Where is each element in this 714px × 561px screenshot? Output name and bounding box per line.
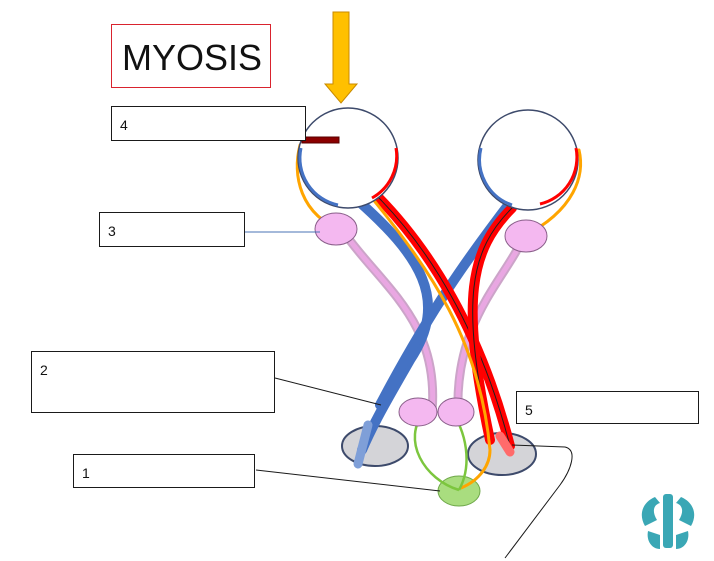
parasympathetic-fibers bbox=[338, 226, 529, 417]
label-3: 3 bbox=[108, 223, 116, 239]
label-1: 1 bbox=[82, 465, 90, 481]
down-arrow-icon bbox=[323, 11, 359, 104]
title-box: MYOSIS bbox=[111, 24, 271, 88]
right-eye bbox=[477, 109, 579, 211]
spine-logo-icon bbox=[641, 494, 695, 549]
label-box-1: 1 bbox=[73, 454, 255, 488]
left-eye bbox=[297, 107, 399, 209]
label-box-4: 4 bbox=[111, 106, 306, 141]
label-box-5: 5 bbox=[516, 391, 699, 424]
leader-lines bbox=[245, 231, 573, 559]
light-stimulus-bar bbox=[301, 136, 340, 144]
label-2: 2 bbox=[40, 362, 48, 378]
right-ciliary-ganglion bbox=[504, 219, 548, 253]
right-midbrain-ganglion bbox=[437, 397, 475, 427]
label-box-3: 3 bbox=[99, 212, 245, 247]
label-box-2: 2 bbox=[31, 351, 275, 413]
left-ciliary-ganglion bbox=[314, 212, 358, 246]
page-title: MYOSIS bbox=[122, 37, 263, 78]
label-4: 4 bbox=[120, 117, 128, 133]
left-midbrain-ganglion bbox=[398, 397, 438, 427]
label-5: 5 bbox=[525, 402, 533, 418]
